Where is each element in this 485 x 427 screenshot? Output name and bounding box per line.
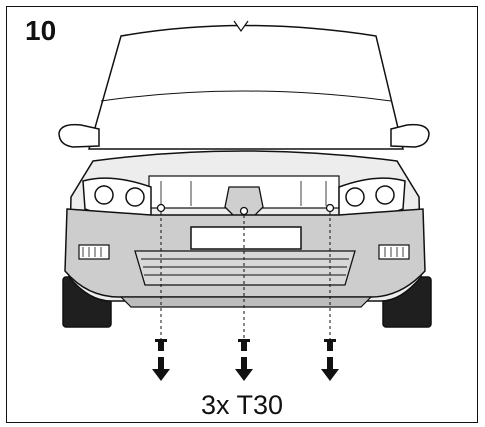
screw-hole-center [239, 206, 249, 216]
lower-grille [134, 250, 356, 286]
step-number: 10 [25, 15, 57, 46]
right-mirror [390, 123, 430, 148]
car-front-illustration [58, 20, 432, 381]
arrow-center-icon [235, 357, 253, 381]
left-fog-grille [78, 244, 110, 260]
screw-left [155, 339, 167, 351]
screw-right [324, 339, 336, 351]
hood [88, 24, 404, 150]
screw-hole-right [325, 203, 335, 213]
screw-hole-left [156, 203, 166, 213]
arrow-left-icon [152, 357, 170, 381]
under-tray [119, 296, 373, 308]
right-fog-grille [378, 244, 410, 260]
arrow-right-icon [321, 357, 339, 381]
instruction-panel: 10 3x T30 [6, 6, 478, 423]
screw-caption: 3x T30 [200, 390, 284, 420]
license-plate [190, 226, 302, 250]
screw-center [238, 339, 250, 351]
left-mirror [58, 123, 100, 148]
